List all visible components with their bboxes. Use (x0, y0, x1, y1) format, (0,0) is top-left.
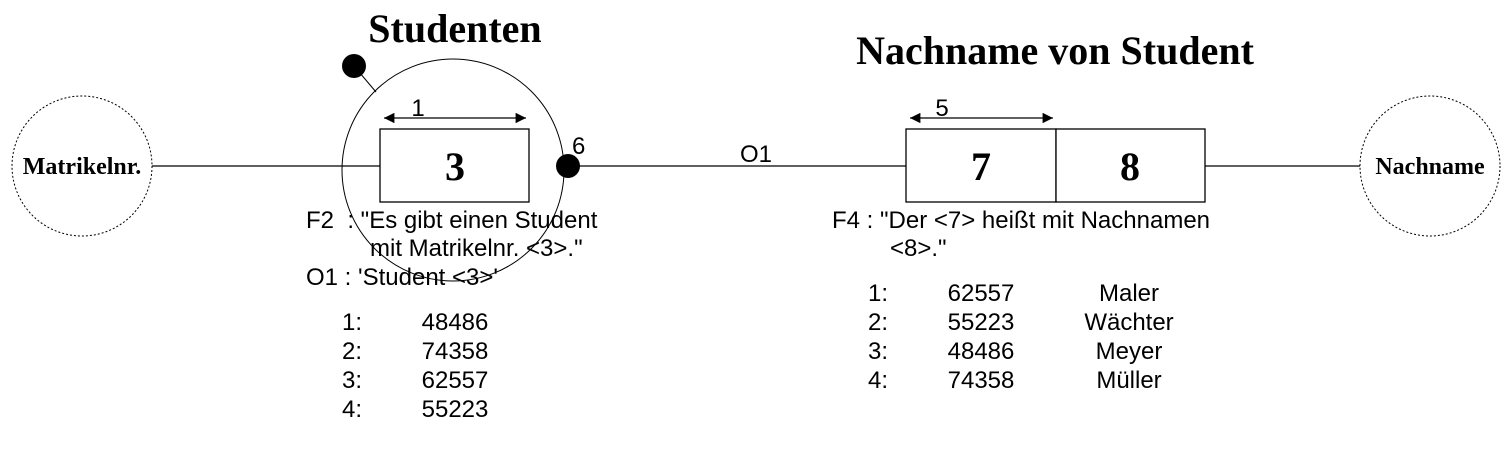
left-row-val: 74358 (422, 338, 489, 365)
marker-dot-top (342, 54, 366, 78)
right-population-table: 1: 62557 Maler 2: 55223 Wächter 3: 48486… (868, 280, 1174, 394)
marker-dot-right (556, 154, 580, 178)
right-row-name: Meyer (1096, 338, 1163, 365)
object-o1-line: O1 : 'Student <3>' (306, 264, 498, 291)
fact-f2-line1: F2 : "Es gibt einen Student (306, 207, 598, 234)
value-type-label-nachname: Nachname (1375, 154, 1485, 180)
dot-label-6: 6 (572, 133, 585, 160)
uniqueness-label-right: 5 (935, 95, 948, 122)
title-studenten: Studenten (368, 6, 541, 51)
left-row-val: 55223 (422, 396, 489, 423)
right-row-idx: 1: (868, 280, 888, 307)
left-row-idx: 3: (342, 367, 362, 394)
right-row-val: 74358 (948, 367, 1015, 394)
left-row-val: 62557 (422, 367, 489, 394)
role-box-8[interactable] (1055, 128, 1206, 203)
right-row-name: Wächter (1084, 309, 1173, 336)
value-type-label-matrikelnr: Matrikelnr. (23, 154, 141, 180)
fact-f4-line1: F4 : "Der <7> heißt mit Nachnamen (832, 207, 1210, 234)
role-box-3-label: 3 (445, 144, 465, 189)
fact-f4-line2: <8>." (890, 235, 947, 262)
role-box-7[interactable] (905, 128, 1057, 203)
right-row-idx: 2: (868, 309, 888, 336)
left-row-idx: 4: (342, 396, 362, 423)
fact-f2-line2: mit Matrikelnr. <3>." (370, 235, 583, 262)
right-row-val: 48486 (948, 338, 1015, 365)
role-box-7-label: 7 (971, 144, 991, 189)
right-row-idx: 4: (868, 367, 888, 394)
uniqueness-label-left: 1 (411, 95, 424, 122)
right-row-name: Maler (1099, 280, 1159, 307)
right-row-val: 62557 (948, 280, 1015, 307)
left-population-table: 1: 48486 2: 74358 3: 62557 4: 55223 (342, 309, 488, 423)
left-row-val: 48486 (422, 309, 489, 336)
title-nachname-von-student: Nachname von Student (856, 28, 1255, 73)
left-row-idx: 2: (342, 338, 362, 365)
value-type-circle-matrikelnr[interactable] (11, 95, 153, 237)
right-row-idx: 3: (868, 338, 888, 365)
value-type-circle-nachname[interactable] (1359, 95, 1501, 237)
right-row-val: 55223 (948, 309, 1015, 336)
role-box-3[interactable] (379, 128, 530, 203)
role-box-8-label: 8 (1120, 144, 1140, 189)
line-label-o1: O1 (740, 141, 772, 168)
right-row-name: Müller (1096, 367, 1161, 394)
left-row-idx: 1: (342, 309, 362, 336)
